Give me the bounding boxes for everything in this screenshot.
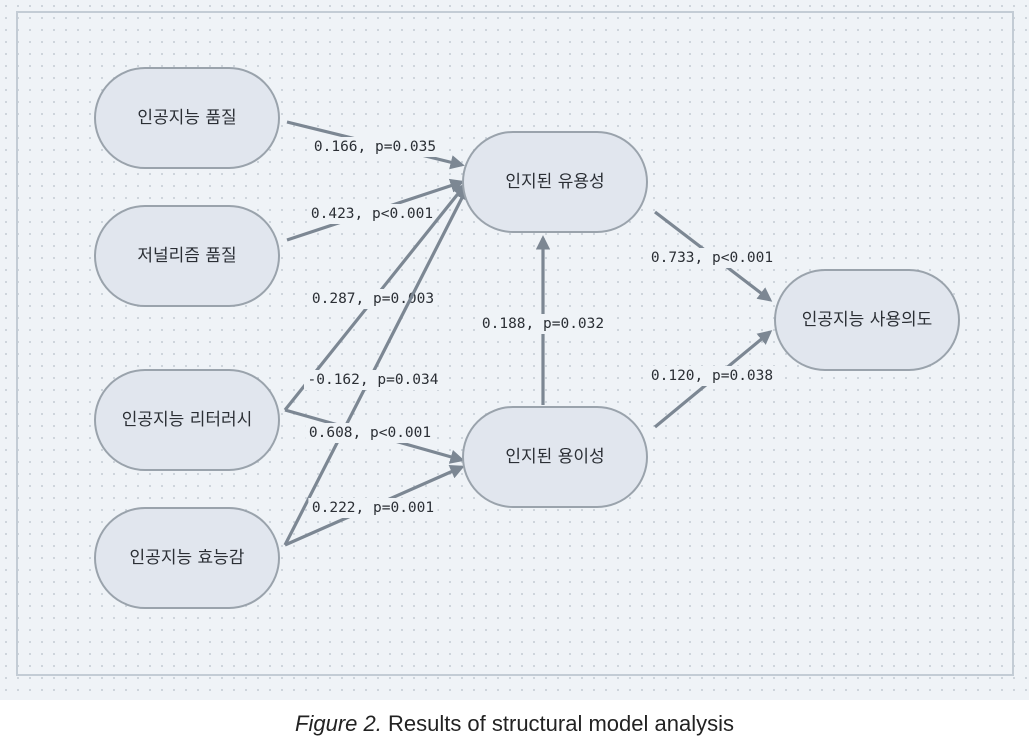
path-edge-ai_efficacy-to-ease: 0.222, p=0.001	[284, 465, 465, 547]
node-shape	[462, 406, 648, 508]
node-label: 저널리즘 품질	[137, 246, 236, 266]
edge-coefficient-label: 0.608, p<0.001	[309, 425, 431, 441]
caption-figure-label: Figure 2.	[295, 711, 382, 736]
node-ai_efficacy: 인공지능 효능감	[94, 507, 280, 609]
edge-label-background	[305, 423, 435, 443]
node-label: 인공지능 품질	[137, 108, 236, 128]
edge-coefficient-label: 0.287, p=0.003	[312, 291, 434, 307]
node-label: 인지된 유용성	[505, 172, 604, 192]
edge-coefficient-label: 0.188, p=0.032	[482, 316, 604, 332]
node-usefulness: 인지된 유용성	[462, 131, 648, 233]
path-edge-ai_literacy-to-ease: 0.608, p<0.001	[284, 408, 465, 464]
path-edge-journalism_quality-to-usefulness: 0.423, p<0.001	[286, 178, 465, 242]
node-shape	[462, 131, 648, 233]
figure-caption: Figure 2. Results of structural model an…	[0, 711, 1029, 737]
edge-coefficient-label: 0.222, p=0.001	[312, 500, 434, 516]
edge-coefficient-label: 0.166, p=0.035	[314, 139, 436, 155]
node-label: 인공지능 효능감	[130, 548, 245, 568]
edge-label-background	[310, 137, 440, 157]
node-ease: 인지된 용이성	[462, 406, 648, 508]
node-journalism_quality: 저널리즘 품질	[94, 205, 280, 307]
path-edge-ease-to-usefulness: 0.188, p=0.032	[478, 235, 608, 405]
edge-label-background	[308, 498, 438, 518]
edge-coefficient-label: -0.162, p=0.034	[308, 372, 439, 388]
node-shape	[94, 205, 280, 307]
node-label: 인지된 용이성	[505, 447, 604, 467]
node-shape	[774, 269, 960, 371]
node-ai_quality: 인공지능 품질	[94, 67, 280, 169]
node-label: 인공지능 리터러시	[122, 410, 253, 430]
edge-coefficient-label: 0.423, p<0.001	[311, 206, 433, 222]
path-edge-ai_quality-to-usefulness: 0.166, p=0.035	[286, 120, 465, 170]
caption-text: Results of structural model analysis	[381, 711, 734, 736]
edge-coefficient-label: 0.733, p<0.001	[651, 250, 773, 266]
node-shape	[94, 67, 280, 169]
edge-label-background	[308, 289, 438, 309]
node-intention: 인공지능 사용의도	[774, 269, 960, 371]
structural-model-diagram: 0.166, p=0.035 0.423, p<0.001 0.287, p=0.0…	[94, 67, 960, 609]
edge-label-background	[478, 314, 608, 334]
node-label: 인공지능 사용의도	[802, 310, 933, 330]
edge-coefficient-label: 0.120, p=0.038	[651, 368, 773, 384]
node-ai_literacy: 인공지능 리터러시	[94, 369, 280, 471]
edge-label-background	[647, 366, 777, 386]
edge-label-background	[304, 370, 442, 390]
edge-label-background	[307, 204, 437, 224]
node-shape	[94, 369, 280, 471]
diagram-frame	[16, 11, 1014, 676]
node-shape	[94, 507, 280, 609]
path-edge-ai_efficacy-to-usefulness: -0.162, p=0.034	[283, 185, 469, 546]
path-edge-ease-to-intention: 0.120, p=0.038	[647, 330, 777, 429]
path-edge-usefulness-to-intention: 0.733, p<0.001	[647, 210, 777, 302]
edge-label-background	[647, 248, 777, 268]
edge-arrow	[283, 185, 469, 546]
